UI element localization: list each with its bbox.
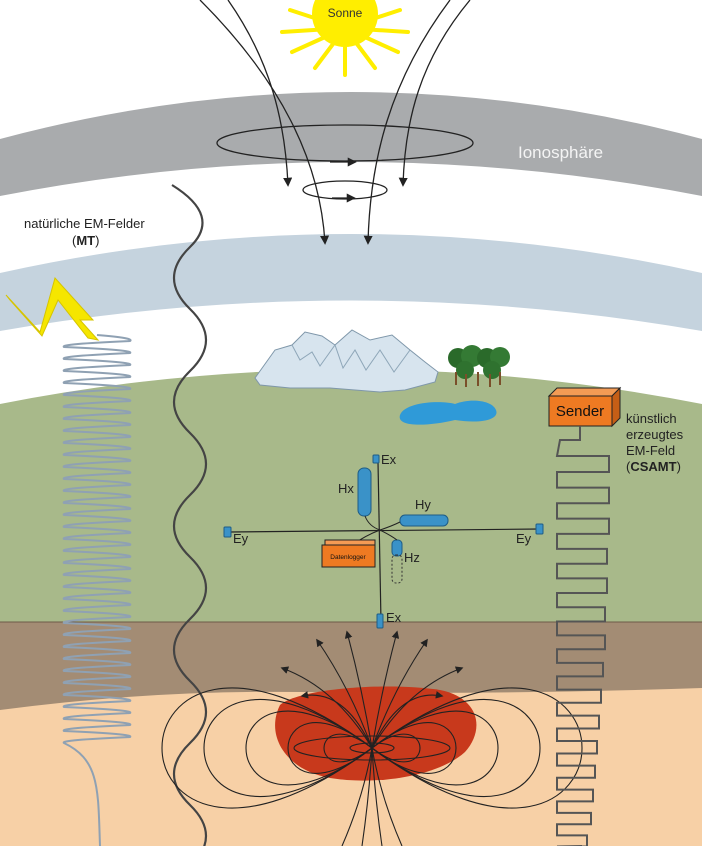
ionospheric-currents [216,124,474,203]
ionospheric-current-loop-large [216,124,474,162]
csamt-sender: Sender [547,386,622,428]
magnetometer-hz [391,539,403,557]
induced-field-line [287,722,373,774]
induced-field-line [293,735,451,761]
induced-field-line [203,699,373,797]
solar-field-lines [199,0,471,245]
mountains [254,329,439,393]
natural-fields-abbr-label: (MT) [72,233,99,248]
ionosphere-label: Ionosphäre [518,143,603,162]
mt-high-frequency-wave [62,334,132,846]
sender-label: Sender [556,403,604,420]
sun-label: Sonne [328,6,363,20]
datalogger-label: Datenlogger [330,554,366,561]
magnetometer-hz-buried [391,554,403,584]
artificial-field-label: künstlich erzeugtes EM-Feld [626,411,687,458]
csamt-square-wave [555,426,610,846]
induced-field-line [371,747,383,846]
induced-field-line [371,691,444,749]
ground-surface [0,369,702,622]
ionosphere-band [0,92,702,196]
induced-field-line [341,747,373,846]
sun-disc [312,0,378,47]
artificial-abbr-label: (CSAMT) [626,459,681,474]
label-ey-left: Ey [233,531,249,546]
solar-field-line [227,0,293,187]
induced-field-line [371,687,583,809]
induced-field-line [245,710,373,786]
induced-field-line [344,630,373,749]
induced-field-line [371,638,428,749]
artificial-line3: EM-Feld [626,443,675,458]
natural-fields-label: natürliche EM-Felder [24,216,145,231]
induced-field-line [300,691,373,749]
artificial-line2: erzeugtes [626,427,684,442]
artificial-line1: künstlich [626,411,677,426]
induced-field-line [371,710,499,786]
label-ex-top: Ex [381,452,397,467]
electrode-ey-right [535,523,544,535]
label-hy: Hy [415,497,431,512]
induced-field-lines [161,630,583,846]
solar-field-line [199,0,330,245]
sun: Sonne [280,0,410,77]
atmosphere-band [0,234,702,331]
sender-box-top [547,387,622,397]
induced-field-line [371,722,457,774]
forest [448,345,510,387]
induced-field-line [280,666,373,749]
solar-field-line [363,0,451,245]
artificial-abbr: CSAMT [630,459,676,474]
datalogger-box [321,544,376,568]
induced-field-line [371,747,403,846]
induced-field-line [371,699,541,797]
label-hz: Hz [404,550,420,565]
natural-fields-abbr: MT [76,233,95,248]
label-hx: Hx [338,481,354,496]
induced-field-line [371,733,421,763]
mt-long-period-wave [171,184,207,846]
lightning-bolt [5,276,100,341]
label-ex-bottom: Ex [386,610,402,625]
solar-field-line [398,0,471,187]
induced-field-line [161,687,373,809]
induced-field-line [371,666,464,749]
induced-field-line [371,630,400,749]
natural-fields-line1: natürliche EM-Felder [24,216,145,231]
induced-field-line [316,638,373,749]
sensor-cross [229,461,541,623]
electrode-ey-left [223,526,232,538]
induced-field-line [323,733,373,763]
induced-field-line [361,747,373,846]
lake [399,400,497,425]
magnetometer-hx [357,467,372,517]
ionospheric-current-loop-small [302,180,388,200]
electrode-ex-bottom [376,613,384,629]
magnetometer-hy [399,514,449,527]
electrode-ex-top [372,454,380,464]
label-ey-right: Ey [516,531,532,546]
